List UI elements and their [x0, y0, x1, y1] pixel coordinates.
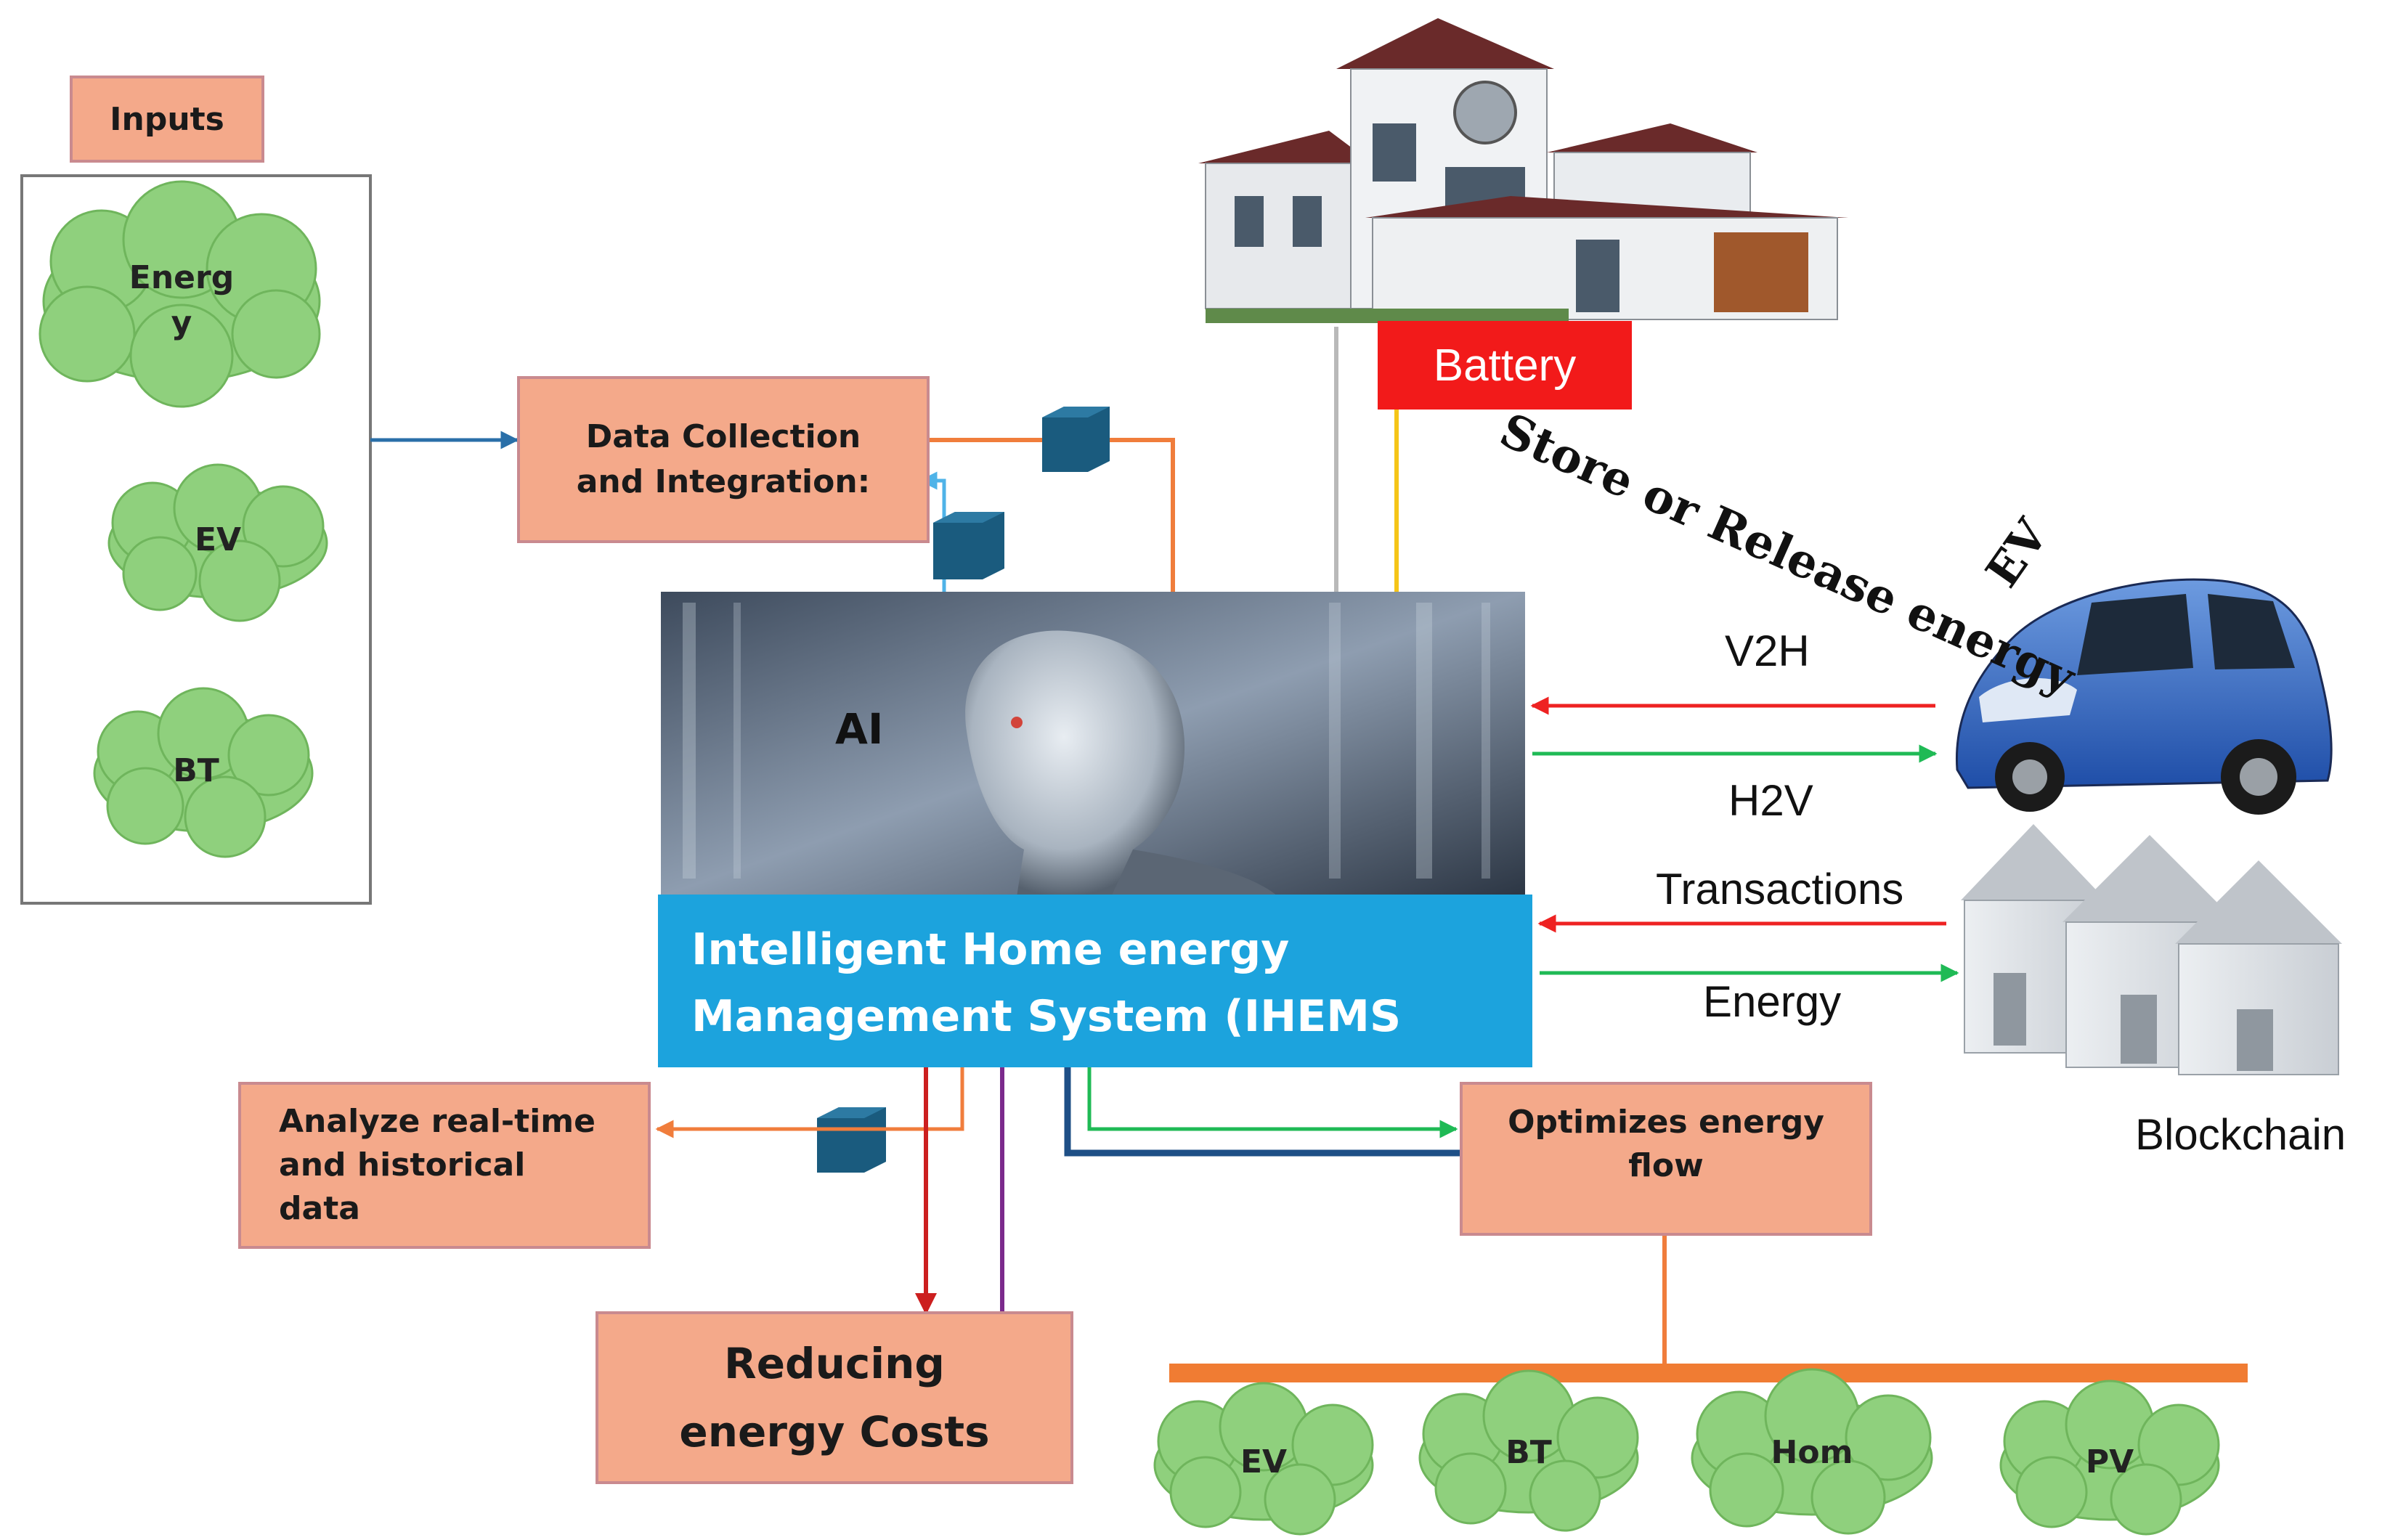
cloud-hom-output: [1691, 1368, 1933, 1535]
ihems-line2: Management System (IHEMS: [691, 991, 1402, 1042]
analyze-box: Analyze real-time and historical data: [238, 1082, 651, 1249]
output-pv-label: PV: [2085, 1443, 2134, 1480]
cube-icon: [1042, 407, 1110, 472]
cube-icon: [933, 512, 1004, 579]
reducing-line2: energy Costs: [679, 1407, 990, 1457]
data-collection-line2: and Integration:: [576, 463, 871, 500]
cloud-ev-output: [1153, 1382, 1374, 1536]
reducing-line1: Reducing: [724, 1339, 945, 1388]
reducing-costs-box: Reducing energy Costs: [596, 1311, 1073, 1484]
cloud-ev-input-text: EV: [194, 521, 242, 558]
cloud-bt-input-text: BT: [173, 752, 219, 789]
output-hom-label: Hom: [1771, 1434, 1853, 1471]
v2h-label: V2H: [1725, 627, 1810, 675]
ihems-line1: Intelligent Home energy: [691, 924, 1290, 975]
cloud-pv-output: [1999, 1380, 2220, 1536]
optimizes-line2: flow: [1628, 1147, 1704, 1184]
cube-icon: [817, 1107, 886, 1173]
cloud-ev-input: [107, 463, 328, 622]
inputs-header-label: Inputs: [110, 100, 224, 138]
transactions-label: Transactions: [1656, 865, 1904, 913]
data-collection-line1: Data Collection: [585, 418, 861, 455]
data-collection-box: Data Collection and Integration:: [517, 376, 930, 543]
cloud-bt-output: [1418, 1369, 1639, 1532]
data-collection-orange-line: [930, 438, 1175, 592]
analyze-line3: data: [279, 1190, 360, 1227]
cloud-bt-input: [93, 687, 314, 858]
analyze-line2: and historical: [279, 1146, 526, 1183]
villa-house-image: [1198, 18, 1848, 327]
cloud-ev-input-label: EV: [131, 521, 305, 558]
output-bus-bar: [1169, 1364, 2248, 1382]
output-bt-label: BT: [1505, 1434, 1552, 1471]
cloud-energy-line1: Energ: [129, 259, 235, 296]
ihems-dark-blue-line: [1064, 1067, 1460, 1157]
h2v-label: H2V: [1728, 776, 1813, 825]
blockchain-houses-image: [1961, 824, 2342, 1075]
optimizes-box: Optimizes energy flow: [1460, 1082, 1872, 1236]
cloud-bt-input-label: BT: [109, 752, 283, 789]
energy-label: Energy: [1703, 977, 1842, 1026]
output-ev-label: EV: [1240, 1443, 1288, 1480]
analyze-line1: Analyze real-time: [279, 1103, 596, 1140]
blockchain-label: Blockchain: [2135, 1110, 2346, 1159]
ev-car-image: [1955, 578, 2333, 815]
cloud-energy-line2: y: [171, 304, 192, 341]
optimizes-line1: Optimizes energy: [1508, 1104, 1824, 1141]
cloud-energy: [38, 180, 321, 408]
battery-label: Battery: [1378, 321, 1632, 410]
cloud-energy-label: Energ y: [94, 256, 269, 346]
ai-robot-image: [661, 592, 1525, 897]
ai-label: AI: [835, 704, 884, 754]
ihems-to-optimizes-arrow: [1087, 1067, 1458, 1138]
ihems-to-analyze-arrow: [655, 1067, 964, 1138]
inputs-header: Inputs: [70, 76, 264, 163]
